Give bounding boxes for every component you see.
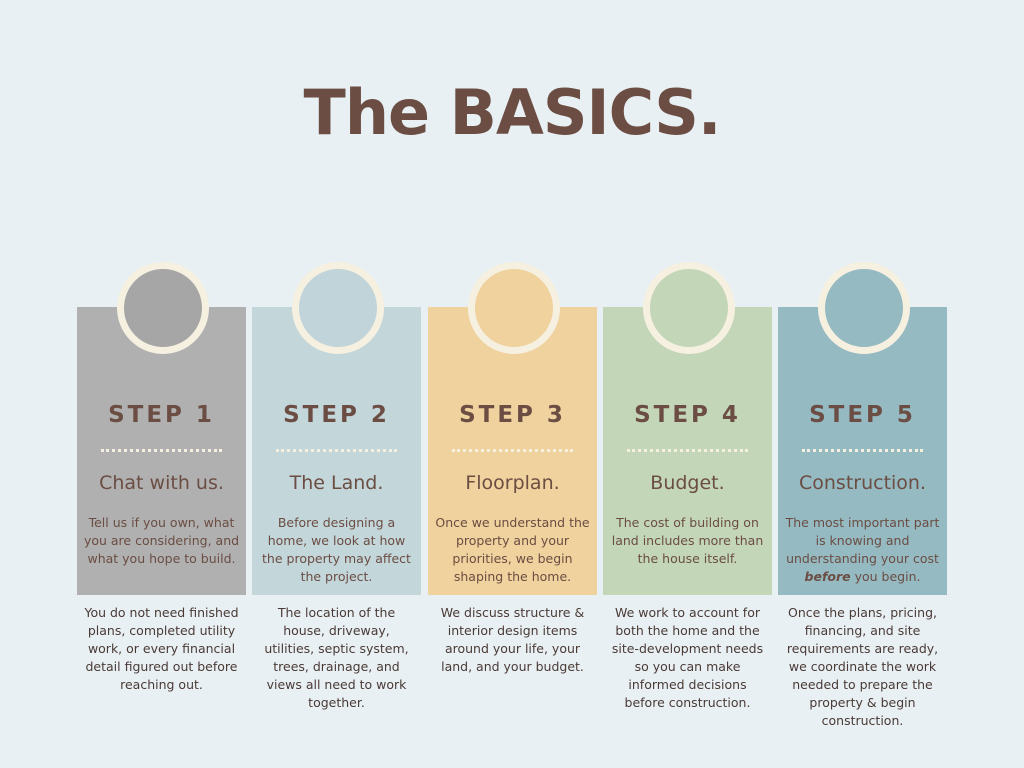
step-5-detail: Once the plans, pricing, financing, and … xyxy=(786,605,939,728)
step-5-dotted-divider xyxy=(802,449,923,452)
step-4-label: STEP 4 xyxy=(634,402,741,428)
step-3-label: STEP 3 xyxy=(459,402,566,428)
page-title: The BASICS. xyxy=(303,76,722,149)
step-1-circle xyxy=(117,262,209,354)
step-5-description: The most important part is knowing and u… xyxy=(784,514,941,586)
step-1-heading: Chat with us. xyxy=(99,472,224,494)
step-1-description: Tell us if you own, what you are conside… xyxy=(83,515,240,566)
step-1-card: STEP 1 Chat with us. Tell us if you own,… xyxy=(77,307,246,595)
step-3-heading: Floorplan. xyxy=(465,472,560,494)
step-2-dotted-divider xyxy=(276,449,397,452)
step-3-detail: We discuss structure & interior design i… xyxy=(440,605,585,674)
step-4-detail: We work to account for both the home and… xyxy=(611,605,764,710)
step-4-description: The cost of building on land includes mo… xyxy=(611,515,764,566)
step-5-description-start: The most important part is knowing and u… xyxy=(785,515,940,566)
step-1-detail: You do not need finished plans, complete… xyxy=(84,605,239,692)
step-5-heading: Construction. xyxy=(798,472,927,494)
step-5-circle xyxy=(818,262,910,354)
step-3-card: STEP 3 Floorplan. Once we understand the… xyxy=(428,307,597,595)
step-3-description: Once we understand the property and your… xyxy=(435,515,590,584)
step-4-heading: Budget. xyxy=(650,472,725,494)
step-2-detail: The location of the house, driveway, uti… xyxy=(264,605,409,710)
step-2-circle xyxy=(292,262,384,354)
step-5-card: STEP 5 Construction. The most important … xyxy=(778,307,947,595)
step-3-dotted-divider xyxy=(452,449,573,452)
step-2-label: STEP 2 xyxy=(283,402,390,428)
step-5-label: STEP 5 xyxy=(809,402,916,428)
step-2-card: STEP 2 The Land. Before designing a home… xyxy=(252,307,421,595)
step-1-dotted-divider xyxy=(101,449,222,452)
step-1-label: STEP 1 xyxy=(108,402,215,428)
step-4-dotted-divider xyxy=(627,449,748,452)
step-3-circle xyxy=(468,262,560,354)
step-2-heading: The Land. xyxy=(289,472,384,494)
step-5-description-emphasis: before xyxy=(804,569,851,584)
step-2-description: Before designing a home, we look at how … xyxy=(262,515,411,584)
step-5-description-end: you begin. xyxy=(850,569,921,584)
step-4-card: STEP 4 Budget. The cost of building on l… xyxy=(603,307,772,595)
step-4-circle xyxy=(643,262,735,354)
